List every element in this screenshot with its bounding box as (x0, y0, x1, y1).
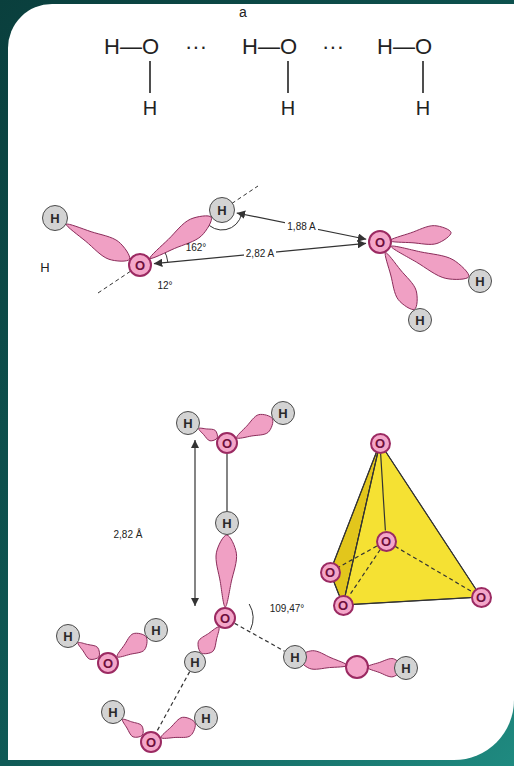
atom-symbol: H (222, 517, 231, 530)
formula-text: H—O (242, 35, 297, 59)
hydrogen-atom: H (56, 624, 80, 648)
annotation-label: 109,47° (270, 603, 305, 614)
bond-lobe (161, 717, 195, 738)
bond-lobe (198, 627, 219, 654)
bond-line (226, 454, 227, 511)
hydrogen-atom: H (215, 511, 239, 535)
oxygen-atom: O (214, 607, 236, 629)
atom-symbol: H (183, 417, 192, 430)
formula-text: H (281, 97, 295, 119)
formula-text: ··· (185, 35, 207, 59)
bond-lobe (150, 216, 212, 259)
hydrogen-atom: H (101, 700, 125, 724)
hydrogen-bond (349, 550, 380, 597)
formula-text: H—O (377, 35, 432, 59)
atom-symbol: O (375, 236, 385, 249)
atom-symbol: H (415, 314, 424, 327)
hydrogen-atom: H (144, 618, 168, 642)
hydrogen-atom: H (394, 656, 418, 680)
bond-lobe (385, 253, 417, 310)
atom-symbol: O (222, 437, 232, 450)
hydrogen-bond (235, 623, 285, 651)
atom-symbol: O (375, 437, 385, 450)
atom-symbol: H (290, 651, 299, 664)
angle-arc (249, 604, 253, 630)
atom-symbol: H (201, 712, 210, 725)
annotation-label: 162° (186, 242, 207, 253)
formula-bonds (150, 61, 423, 93)
dimension-label: 2,82 A (244, 248, 276, 259)
hydrogen-bond (395, 546, 472, 591)
bond-line (381, 453, 386, 530)
hydrogen-atom: H (283, 645, 307, 669)
bond-lobe (117, 633, 147, 657)
oxygen-atom: O (97, 652, 119, 674)
atom-symbol: O (381, 535, 391, 548)
atom-symbol: H (108, 706, 117, 719)
oxygen-atom: O (376, 531, 397, 552)
atom-symbol: H (401, 662, 410, 675)
oxygen-atom: O (471, 587, 492, 608)
hydrogen-atom: H (184, 651, 206, 673)
atom-symbol: O (338, 599, 348, 612)
bond-lobe (216, 535, 237, 607)
formula-text: ··· (322, 35, 344, 59)
bond-line (334, 582, 339, 595)
bond-lobe (199, 428, 218, 441)
atom-symbol: O (476, 591, 486, 604)
atom-symbol: H (50, 212, 59, 225)
distance-arrow (194, 440, 195, 606)
bond-line (386, 452, 475, 588)
atom-symbol: O (135, 259, 145, 272)
bond-lobe (66, 224, 129, 261)
atom-symbol: H (190, 656, 199, 669)
hydrogen-atom: H (42, 205, 68, 231)
bond-lobe (122, 719, 143, 737)
hydrogen-atom: H (194, 706, 218, 730)
atom-symbol: O (220, 612, 230, 625)
hydrogen-atom: H (468, 269, 492, 293)
atom-symbol: H (63, 630, 72, 643)
atom-symbol: H (217, 204, 226, 217)
bond-line (345, 453, 377, 595)
oxygen-atom: O (128, 253, 152, 277)
bond-lobe (237, 414, 273, 438)
oxygen-atom: O (140, 731, 162, 753)
hydrogen-atom: H (271, 401, 295, 425)
annotation-label: 12° (157, 280, 172, 291)
tetrahedron-face (343, 443, 481, 605)
bond-line (334, 453, 376, 562)
oxygen-atom (346, 656, 368, 678)
atom-symbol: O (103, 657, 113, 670)
formula-text: H (416, 97, 430, 119)
bond-lobe (78, 642, 100, 659)
dimension-label: 1,88 A (285, 221, 317, 232)
annotation-label: H (40, 261, 49, 275)
atom-symbol: O (146, 736, 156, 749)
axis-dashed (98, 186, 258, 293)
hydrogen-atom: H (209, 197, 235, 223)
dimension-arrow (237, 213, 367, 239)
orbital-lobe (390, 226, 451, 245)
extra-lobes (299, 226, 451, 677)
oxygen-atom: O (368, 230, 392, 254)
oxygen-atom: O (216, 432, 238, 454)
hydrogen-atom: H (408, 308, 432, 332)
oxygen-atom: O (320, 562, 341, 583)
atom-symbol: O (325, 566, 335, 579)
hydrogen-bond (156, 672, 189, 733)
oxygen-atom: O (333, 595, 354, 616)
formula-text: H (143, 97, 157, 119)
atom-symbol: H (278, 407, 287, 420)
formula-text: a (239, 5, 247, 20)
atom-symbol: H (151, 624, 160, 637)
oxygen-atom: O (370, 433, 391, 454)
atom-symbol: H (475, 275, 484, 288)
bond-line (353, 598, 470, 605)
annotation-label: 2,82 Å (114, 529, 143, 540)
formula-text: H—O (104, 35, 159, 59)
hydrogen-atom: H (176, 411, 200, 435)
